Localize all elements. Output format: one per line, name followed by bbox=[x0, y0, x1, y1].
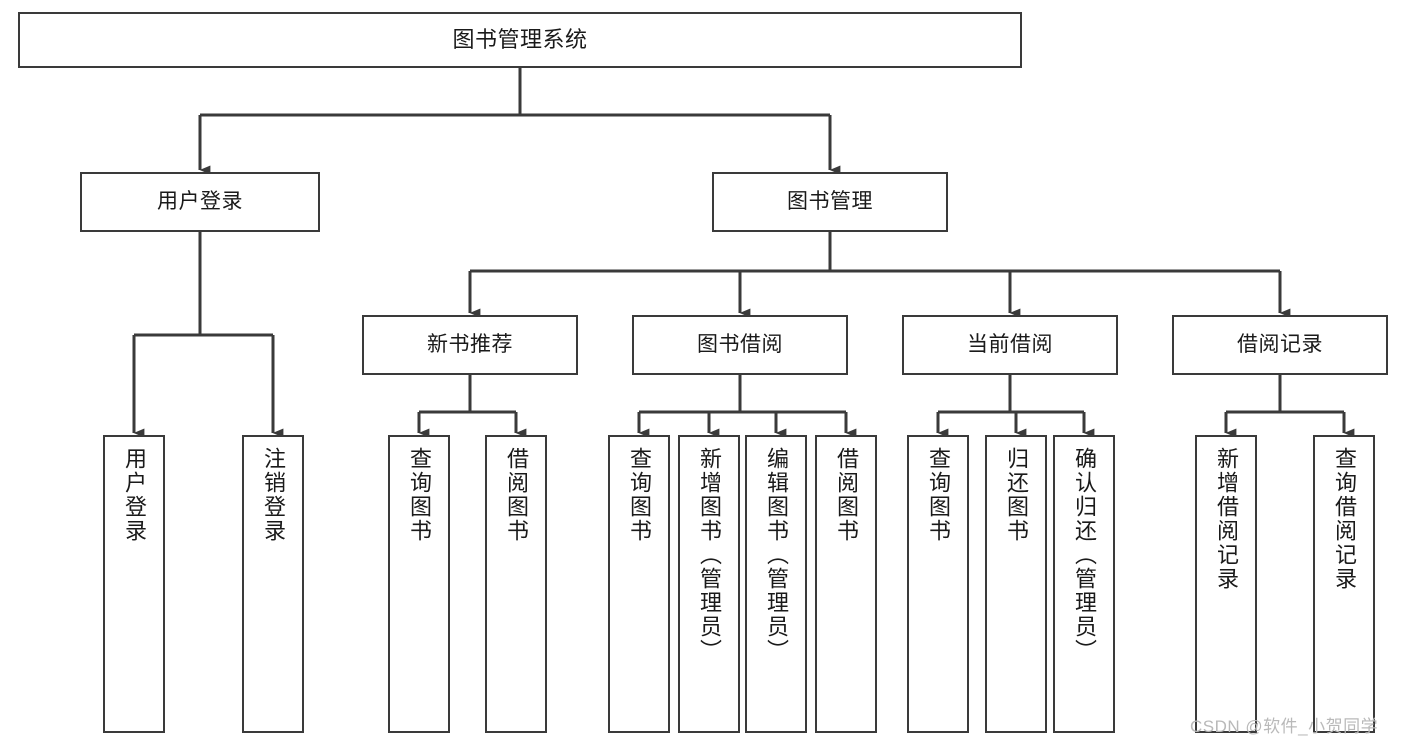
leaf-node-label: 归还图书 bbox=[1004, 447, 1029, 543]
level2-node-2[interactable]: 当前借阅 bbox=[902, 315, 1118, 375]
level1-node-label: 用户登录 bbox=[157, 189, 243, 213]
level2-node-label: 图书借阅 bbox=[697, 332, 783, 356]
leaf-node-3[interactable]: 借阅图书 bbox=[485, 435, 547, 733]
leaf-node-5[interactable]: 新增图书（管理员） bbox=[678, 435, 740, 733]
root-node-label: 图书管理系统 bbox=[452, 27, 588, 53]
level2-node-label: 当前借阅 bbox=[967, 332, 1053, 356]
leaf-node-label: 查询图书 bbox=[926, 447, 951, 543]
leaf-node-label: 查询借阅记录 bbox=[1332, 447, 1357, 591]
leaf-node-label: 注销登录 bbox=[261, 447, 286, 543]
leaf-node-2[interactable]: 查询图书 bbox=[388, 435, 450, 733]
level1-node-0[interactable]: 用户登录 bbox=[80, 172, 320, 232]
leaf-node-8[interactable]: 查询图书 bbox=[907, 435, 969, 733]
leaf-node-label: 编辑图书（管理员） bbox=[764, 447, 789, 663]
leaf-node-10[interactable]: 确认归还（管理员） bbox=[1053, 435, 1115, 733]
leaf-node-label: 借阅图书 bbox=[834, 447, 859, 543]
leaf-node-label: 查询图书 bbox=[627, 447, 652, 543]
leaf-node-4[interactable]: 查询图书 bbox=[608, 435, 670, 733]
level2-node-1[interactable]: 图书借阅 bbox=[632, 315, 848, 375]
leaf-node-6[interactable]: 编辑图书（管理员） bbox=[745, 435, 807, 733]
leaf-node-11[interactable]: 新增借阅记录 bbox=[1195, 435, 1257, 733]
level2-node-label: 新书推荐 bbox=[427, 332, 513, 356]
leaf-node-label: 新增借阅记录 bbox=[1214, 447, 1239, 591]
level1-node-1[interactable]: 图书管理 bbox=[712, 172, 948, 232]
leaf-node-1[interactable]: 注销登录 bbox=[242, 435, 304, 733]
leaf-node-label: 借阅图书 bbox=[504, 447, 529, 543]
leaf-node-label: 查询图书 bbox=[407, 447, 432, 543]
leaf-node-0[interactable]: 用户登录 bbox=[103, 435, 165, 733]
root-node-0[interactable]: 图书管理系统 bbox=[18, 12, 1022, 68]
leaf-node-label: 新增图书（管理员） bbox=[697, 447, 722, 663]
leaf-node-12[interactable]: 查询借阅记录 bbox=[1313, 435, 1375, 733]
level2-node-0[interactable]: 新书推荐 bbox=[362, 315, 578, 375]
level2-node-label: 借阅记录 bbox=[1237, 332, 1323, 356]
leaf-node-7[interactable]: 借阅图书 bbox=[815, 435, 877, 733]
level1-node-label: 图书管理 bbox=[787, 189, 873, 213]
leaf-node-label: 用户登录 bbox=[122, 447, 147, 543]
leaf-node-label: 确认归还（管理员） bbox=[1072, 447, 1097, 663]
leaf-node-9[interactable]: 归还图书 bbox=[985, 435, 1047, 733]
level2-node-3[interactable]: 借阅记录 bbox=[1172, 315, 1388, 375]
